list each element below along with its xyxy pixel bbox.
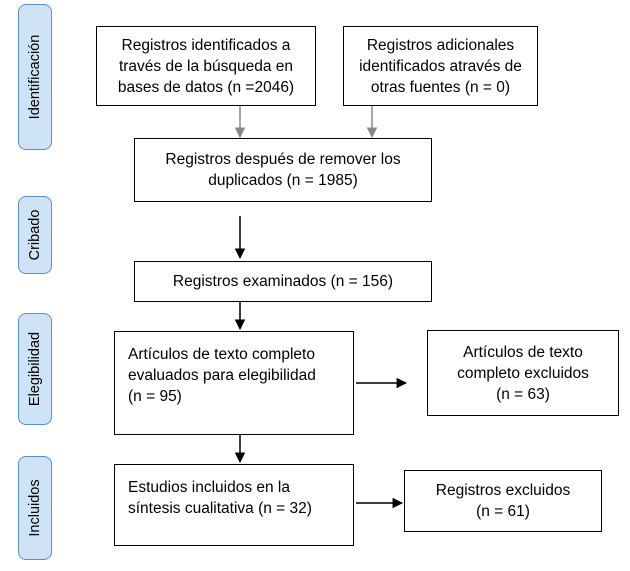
box-fulltext-assessed: Artículos de texto completo evaluados pa… [114,331,354,435]
box-db-search: Registros identificados a través de la b… [96,26,316,106]
phase-identificacion: Identificación [18,4,52,150]
box-fulltext-excluded: Artículos de texto completo excluidos (n… [427,330,619,416]
box-included: Estudios incluidos en la síntesis cualit… [114,464,354,546]
box-other-sources: Registros adicionales identificados atra… [343,26,538,106]
box-screened: Registros examinados (n = 156) [134,261,432,302]
phase-incluidos: Incluidos [18,456,52,560]
phase-elegibilidad: Elegibilidad [18,313,52,425]
phase-cribado: Cribado [18,196,52,274]
box-records-excluded: Registros excluidos (n = 61) [404,470,602,532]
box-after-duplicates: Registros después de remover los duplica… [134,138,432,202]
